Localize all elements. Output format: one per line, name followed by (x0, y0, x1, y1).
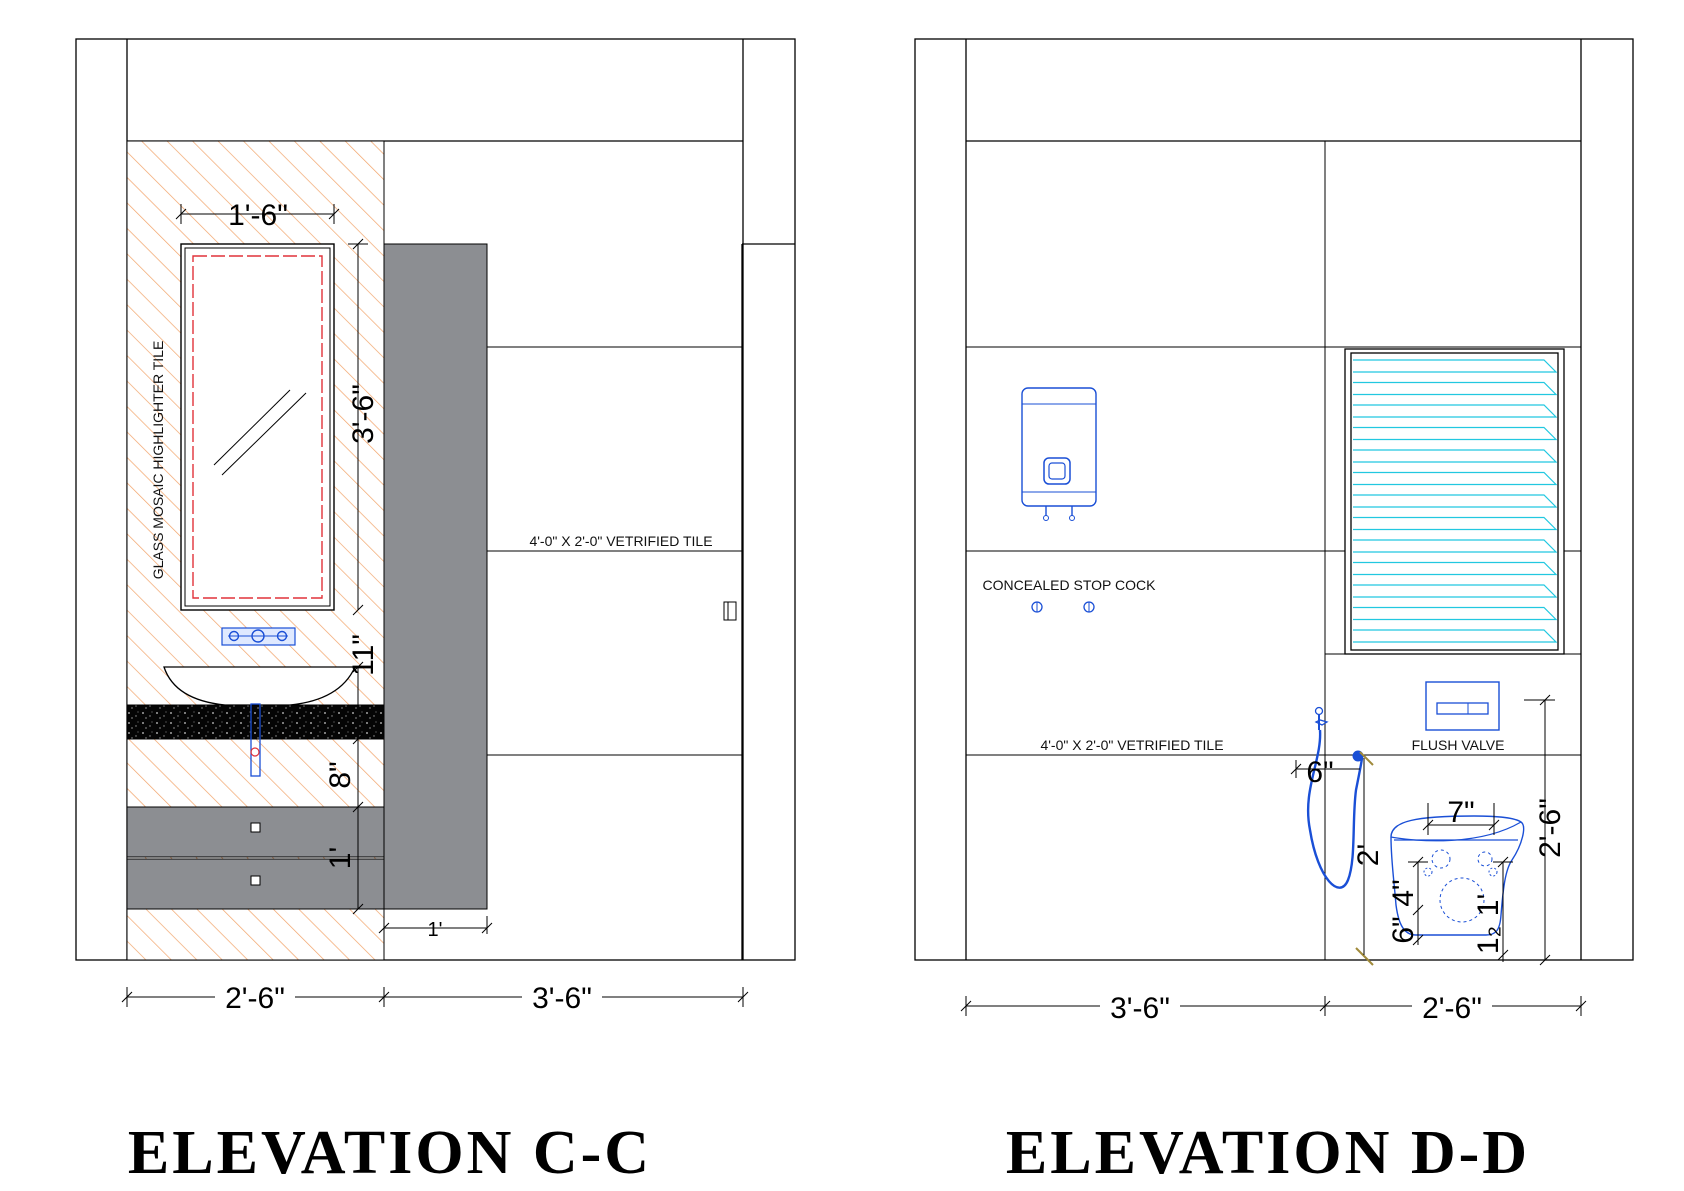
dim-wc-a: 4" (1387, 879, 1420, 906)
dim-faucet-height: 2' (1352, 844, 1385, 866)
dim-tall-unit-depth: 1' (428, 919, 443, 941)
louver-blade (1353, 584, 1558, 598)
dim-drawer: 1' (324, 847, 357, 869)
dim-width-left-dd: 3'-6" (1110, 992, 1170, 1025)
elevation-dd: CONCEALED STOP COCK FLUSH VALVE 4'-0" X … (914, 38, 1634, 1187)
dim-width-left-cc: 2'-6" (225, 982, 285, 1015)
mirror (180, 243, 335, 611)
dim-mirror-width: 1'-6" (228, 199, 288, 232)
dd-title: ELEVATION D-D (1006, 1119, 1530, 1187)
louver-blade (1353, 516, 1558, 531)
louver-blade (1353, 359, 1558, 373)
dim-mirror-height: 3'-6" (347, 384, 380, 444)
dim-width-right-cc: 3'-6" (532, 982, 592, 1015)
flush-valve-icon (1425, 681, 1500, 731)
drawer-knob-icon (250, 822, 261, 833)
dim-faucet-offset: 6" (1306, 756, 1333, 789)
dim-basin-gap: 11" (347, 634, 380, 676)
louver-blade (1353, 449, 1558, 463)
stop-cock-icon (1031, 601, 1043, 613)
dim-flush-height: 2'-6" (1534, 798, 1567, 858)
louver-blade (1353, 606, 1558, 621)
louver-blade (1353, 539, 1558, 553)
wall-hung-wc-icon (1390, 815, 1525, 936)
dim-wc-c-frac: 1₂ (1472, 926, 1505, 954)
ventilator-window (1344, 348, 1565, 655)
dd-tile-label: 4'-0" X 2'-0" VETRIFIED TILE (1040, 737, 1223, 753)
louver-blade (1353, 426, 1558, 441)
louver-blade (1353, 561, 1558, 576)
glass-mosaic-label: GLASS MOSAIC HIGHLIGHTER TILE (150, 341, 166, 580)
elevation-cc: 1'-6" 3'-6" 11" 8" 1' 1' 2'-6" (75, 38, 796, 1187)
drawer-knob-icon (250, 875, 261, 886)
stop-cock-icon (1083, 601, 1095, 613)
cc-tile-label: 4'-0" X 2'-0" VETRIFIED TILE (529, 533, 712, 549)
cc-outer-frame (75, 38, 796, 961)
louver-blade (1353, 629, 1558, 643)
cc-title: ELEVATION C-C (128, 1119, 652, 1187)
dim-wc-width: 7" (1447, 796, 1474, 829)
basin-drain-icon (250, 703, 261, 777)
granite-counter (126, 704, 385, 740)
louver-blade (1353, 381, 1558, 396)
water-heater-icon (1021, 387, 1097, 521)
flush-valve-label: FLUSH VALVE (1412, 737, 1505, 753)
dim-width-right-dd: 2'-6" (1422, 992, 1482, 1025)
dim-counter-gap: 8" (324, 761, 357, 788)
tall-storage-unit (383, 243, 488, 910)
dd-outer-frame (914, 38, 1634, 961)
louver-blade (1353, 494, 1558, 508)
dim-wc-c: 1' (1472, 894, 1505, 916)
door-handle-icon (723, 601, 737, 621)
stopcock-label: CONCEALED STOP COCK (983, 577, 1157, 593)
louver-blade (1353, 404, 1558, 418)
louver-blade (1353, 471, 1558, 486)
dim-wc-b: 6" (1387, 916, 1420, 943)
basin-faucet-icon (221, 627, 296, 646)
